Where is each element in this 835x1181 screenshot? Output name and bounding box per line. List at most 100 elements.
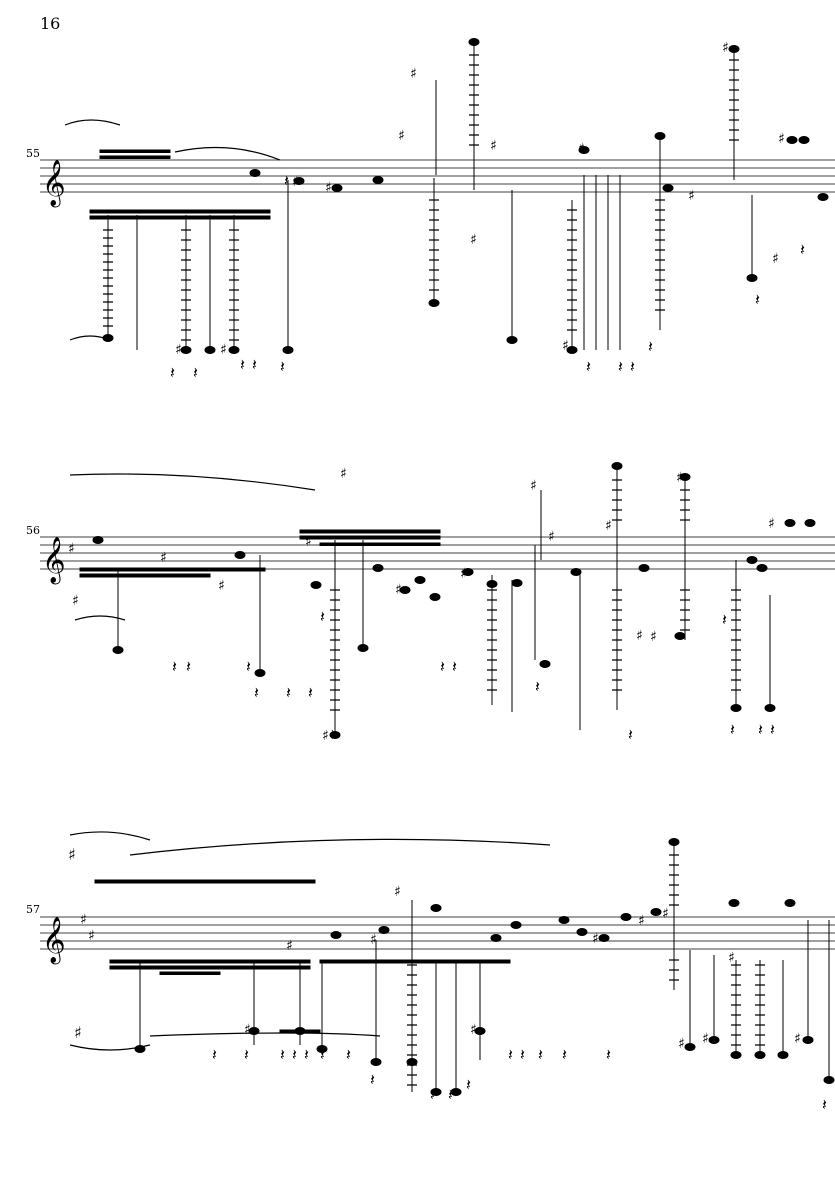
svg-text:♯: ♯: [728, 950, 735, 966]
svg-text:𝄽: 𝄽: [244, 1045, 249, 1064]
treble-clef-icon: 𝄞: [42, 160, 66, 208]
rests: 𝄽𝄽 𝄽𝄽 𝄽𝄽 𝄽𝄽𝄽 𝄽𝄽𝄽: [170, 171, 805, 382]
svg-text:♯: ♯: [218, 578, 225, 594]
svg-text:♯: ♯: [175, 342, 182, 358]
svg-text:♯: ♯: [398, 128, 405, 144]
svg-text:𝄽: 𝄽: [320, 607, 325, 626]
slur: [74, 615, 126, 621]
svg-text:𝄽: 𝄽: [618, 357, 623, 376]
ledger-towers: [117, 470, 771, 735]
sharp-icon: ♯: [74, 1023, 82, 1042]
rests: 𝄽𝄽 𝄽𝄽 𝄽𝄽 𝄽𝄽 𝄽𝄽 𝄽𝄽 𝄽𝄽 𝄽𝄽: [172, 607, 775, 744]
accidentals: ♯♯ ♯♯ ♯♯ ♯♯ ♯♯ ♯♯ ♯♯: [80, 884, 801, 1052]
svg-text:𝄽: 𝄽: [758, 720, 763, 739]
beam-group: [79, 529, 441, 578]
svg-text:𝄽: 𝄽: [346, 1045, 351, 1064]
svg-text:𝄽: 𝄽: [586, 357, 591, 376]
ledger-ticks: [407, 854, 765, 1086]
svg-text:♯: ♯: [322, 728, 329, 744]
svg-text:𝄽: 𝄽: [172, 657, 177, 676]
svg-text:𝄽: 𝄽: [330, 725, 335, 744]
measure-number-57: 57: [26, 903, 40, 916]
svg-text:𝄽: 𝄽: [628, 725, 633, 744]
svg-text:𝄽: 𝄽: [430, 1085, 435, 1104]
staff-lines: [40, 159, 835, 193]
ledger-ticks: [103, 54, 739, 341]
svg-text:𝄽: 𝄽: [280, 357, 285, 376]
slur: [69, 473, 316, 491]
svg-text:♯: ♯: [778, 131, 785, 147]
svg-text:♯: ♯: [244, 1022, 251, 1038]
slur: [129, 838, 551, 856]
svg-text:♯: ♯: [688, 188, 695, 204]
svg-text:♯: ♯: [662, 906, 669, 922]
svg-text:𝄽: 𝄽: [193, 363, 198, 382]
slur: [69, 1044, 151, 1051]
measure-number-55: 55: [26, 147, 40, 160]
ledger-towers: [139, 845, 830, 1092]
measure-number-56: 56: [26, 524, 40, 537]
svg-text:♯: ♯: [650, 629, 657, 645]
svg-text:♯: ♯: [676, 470, 683, 486]
sharp-icon: ♯: [68, 845, 76, 864]
svg-text:♯: ♯: [340, 466, 347, 482]
svg-text:𝄽: 𝄽: [538, 1045, 543, 1064]
svg-text:♯: ♯: [80, 912, 87, 928]
svg-text:𝄽: 𝄽: [562, 1045, 567, 1064]
svg-text:𝄽: 𝄽: [730, 720, 735, 739]
svg-text:𝄽: 𝄽: [320, 1045, 325, 1064]
svg-text:♯: ♯: [562, 338, 569, 354]
svg-text:♯: ♯: [794, 1031, 801, 1047]
svg-text:♯: ♯: [578, 141, 585, 157]
svg-text:♯: ♯: [470, 232, 477, 248]
treble-clef-icon: 𝄞: [42, 917, 66, 965]
page-number: 16: [40, 14, 61, 33]
svg-text:𝄽: 𝄽: [186, 657, 191, 676]
svg-text:♯: ♯: [605, 518, 612, 534]
svg-text:𝄽: 𝄽: [606, 1045, 611, 1064]
accidentals: ♯ ♯ ♯ ♯ ♯ ♯ ♯ ♯ ♯ ♯ ♯ ♯ ♯ ♯: [175, 40, 785, 358]
svg-text:𝄽: 𝄽: [535, 677, 540, 696]
svg-text:♯: ♯: [470, 1022, 477, 1038]
svg-text:𝄽: 𝄽: [722, 610, 727, 629]
svg-text:♯: ♯: [638, 913, 645, 929]
svg-text:𝄽: 𝄽: [170, 363, 175, 382]
svg-text:𝄽: 𝄽: [254, 683, 259, 702]
svg-text:♯: ♯: [292, 174, 299, 190]
svg-text:♯: ♯: [286, 938, 293, 954]
svg-text:𝄽: 𝄽: [520, 1045, 525, 1064]
slur: [69, 831, 151, 841]
svg-text:♯: ♯: [395, 582, 402, 598]
svg-text:♯: ♯: [325, 180, 332, 196]
slur: [174, 146, 281, 161]
svg-text:♯: ♯: [490, 138, 497, 154]
svg-text:𝄽: 𝄽: [292, 1045, 297, 1064]
svg-text:𝄽: 𝄽: [630, 357, 635, 376]
svg-text:♯: ♯: [220, 342, 227, 358]
svg-text:♯: ♯: [722, 40, 729, 56]
svg-text:♯: ♯: [305, 534, 312, 550]
svg-text:𝄽: 𝄽: [440, 657, 445, 676]
slur: [69, 335, 111, 341]
svg-text:𝄽: 𝄽: [452, 657, 457, 676]
svg-text:𝄽: 𝄽: [648, 337, 653, 356]
beam-group: [89, 149, 271, 220]
svg-text:𝄽: 𝄽: [370, 1070, 375, 1089]
svg-text:𝄽: 𝄽: [308, 683, 313, 702]
svg-text:♯: ♯: [772, 251, 779, 267]
slur: [64, 119, 121, 126]
system-56: 𝄞: [40, 462, 835, 744]
staff-lines: [40, 916, 835, 950]
svg-text:𝄽: 𝄽: [822, 1095, 827, 1114]
svg-text:♯: ♯: [460, 566, 467, 582]
svg-text:♯: ♯: [702, 1031, 709, 1047]
svg-text:𝄽: 𝄽: [284, 171, 289, 190]
svg-text:♯: ♯: [410, 66, 417, 82]
svg-text:♯: ♯: [768, 516, 775, 532]
slur: [149, 1032, 381, 1037]
system-57: 𝄞 ♯ ♯: [40, 831, 835, 1114]
svg-text:𝄽: 𝄽: [212, 1045, 217, 1064]
svg-text:♯: ♯: [636, 628, 643, 644]
system-55: 𝄞: [40, 38, 835, 382]
